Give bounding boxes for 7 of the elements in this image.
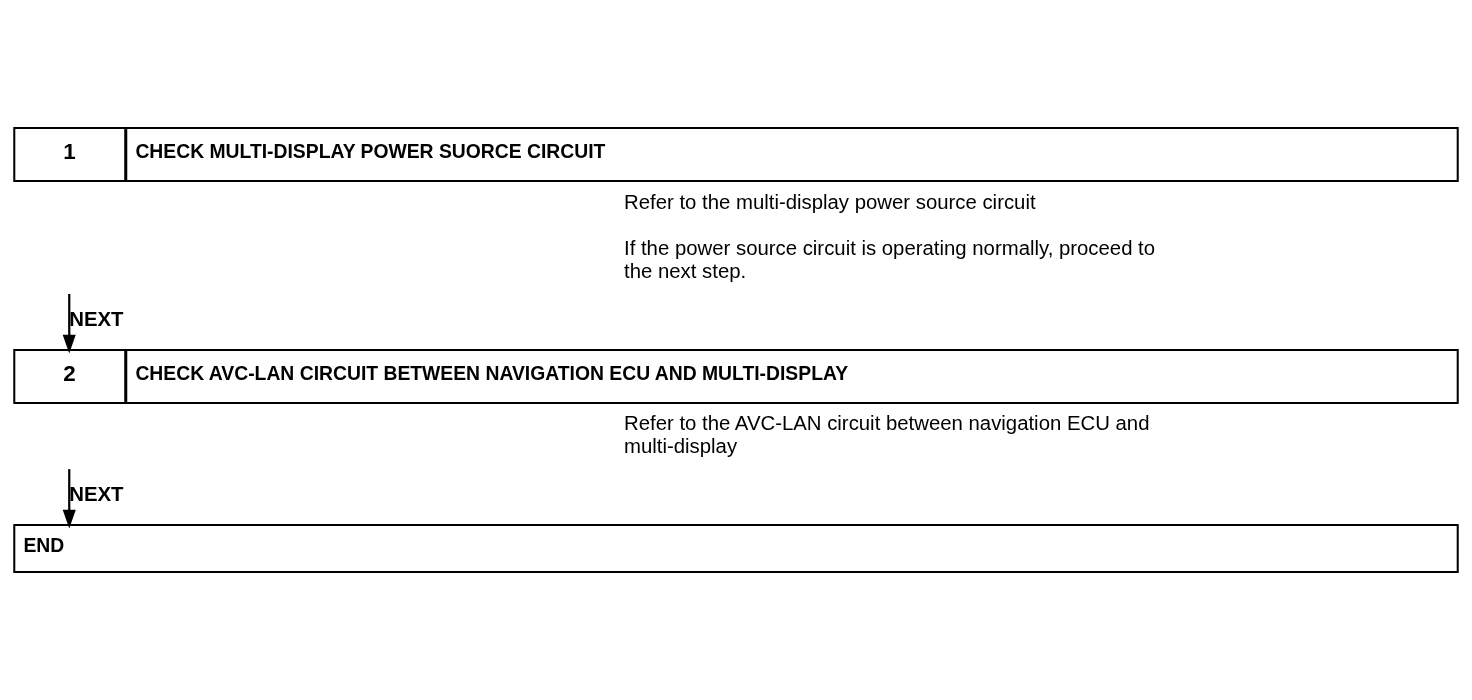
node-label: Refer to the AVC-LAN circuit between navigation ECU and multi-display [624, 412, 1150, 457]
edge-label: NEXT [69, 482, 124, 505]
node-label: Refer to the multi-display power source circuit [624, 190, 1036, 213]
arrow [62, 469, 76, 529]
arrow [62, 294, 76, 354]
edge-label: NEXT [69, 307, 124, 330]
node-label: If the power source circuit is operating normally, proceed to the next step. [624, 237, 1156, 282]
